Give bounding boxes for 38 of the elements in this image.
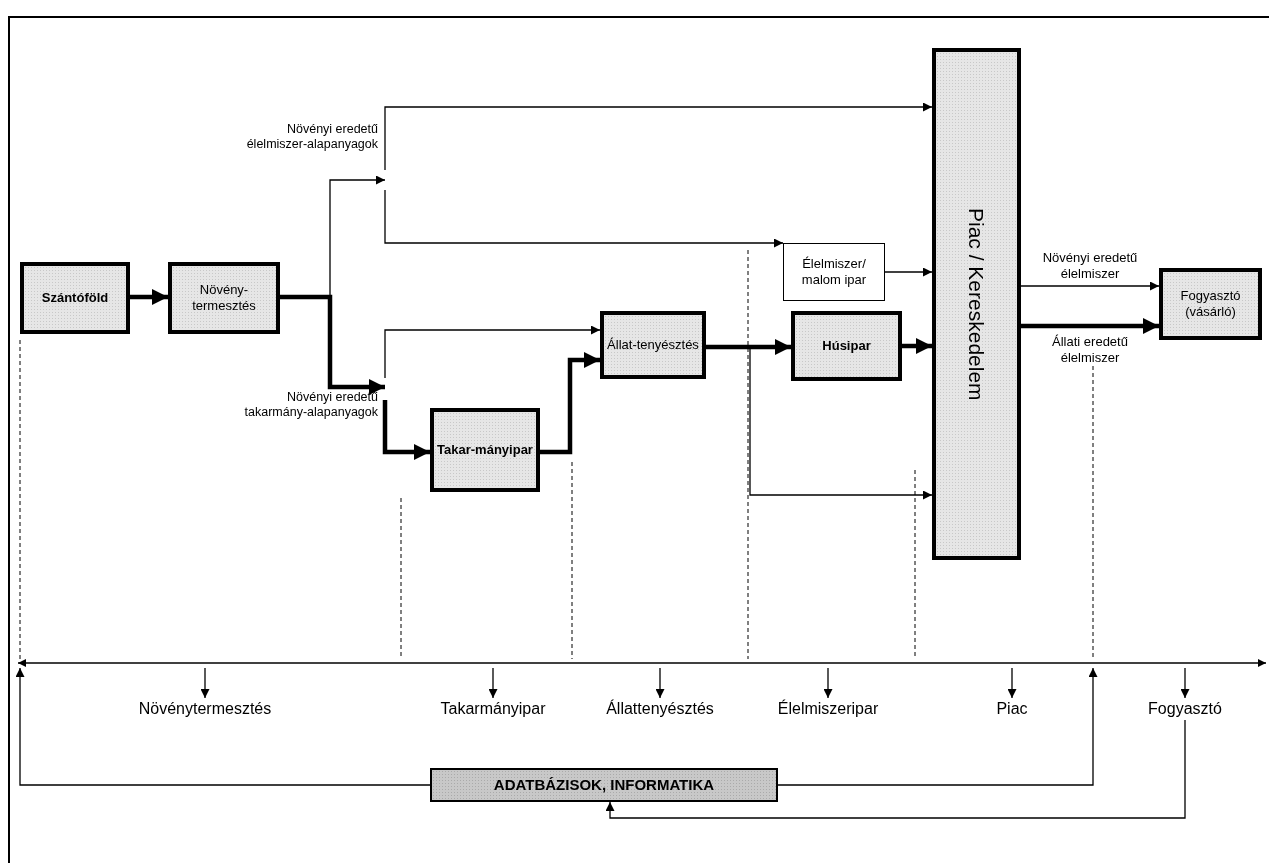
stage-label: Piac xyxy=(982,698,1042,720)
process-box: Állat-tenyésztés xyxy=(600,311,706,379)
process-box: Takar-mányipar xyxy=(430,408,540,492)
flow-label: Növényi eredetű takarmány-alapanyagok xyxy=(225,378,385,428)
arrow xyxy=(706,339,791,355)
stage-label: Élelmiszeripar xyxy=(763,698,893,720)
market-bar: Piac / Kereskedelem xyxy=(932,48,1021,560)
arrow xyxy=(777,667,1098,786)
database-box: ADATBÁZISOK, INFORMATIKA xyxy=(430,768,778,802)
process-box: Élelmiszer/ malom ipar xyxy=(783,243,885,301)
arrow xyxy=(1007,667,1017,699)
stage-label: Állattenyésztés xyxy=(590,698,730,720)
arrow xyxy=(280,294,385,395)
arrow xyxy=(884,267,933,277)
arrow xyxy=(382,400,430,460)
stage-label: Fogyasztó xyxy=(1135,698,1235,720)
process-box: Húsipar xyxy=(791,311,902,381)
arrow xyxy=(655,667,665,699)
arrow xyxy=(488,667,498,699)
arrow xyxy=(605,719,1186,819)
stage-label: Takarmányipar xyxy=(433,698,553,720)
arrow xyxy=(902,338,932,354)
process-box: Fogyasztó (vásárló) xyxy=(1159,268,1262,340)
arrow xyxy=(384,325,601,379)
arrow xyxy=(823,667,833,699)
arrow xyxy=(15,667,431,786)
stage-label: Növénytermesztés xyxy=(125,698,285,720)
arrow xyxy=(1180,667,1190,699)
arrow xyxy=(384,102,933,171)
flow-label: Növényi eredetű élelmiszer-alapanyagok xyxy=(225,122,385,190)
arrow xyxy=(384,189,784,248)
arrow xyxy=(540,352,600,455)
arrow xyxy=(1021,318,1159,334)
arrow xyxy=(200,667,210,699)
process-box: Növény-termesztés xyxy=(168,262,280,334)
arrow xyxy=(1020,281,1160,291)
arrow xyxy=(130,289,168,305)
process-box: Szántóföld xyxy=(20,262,130,334)
